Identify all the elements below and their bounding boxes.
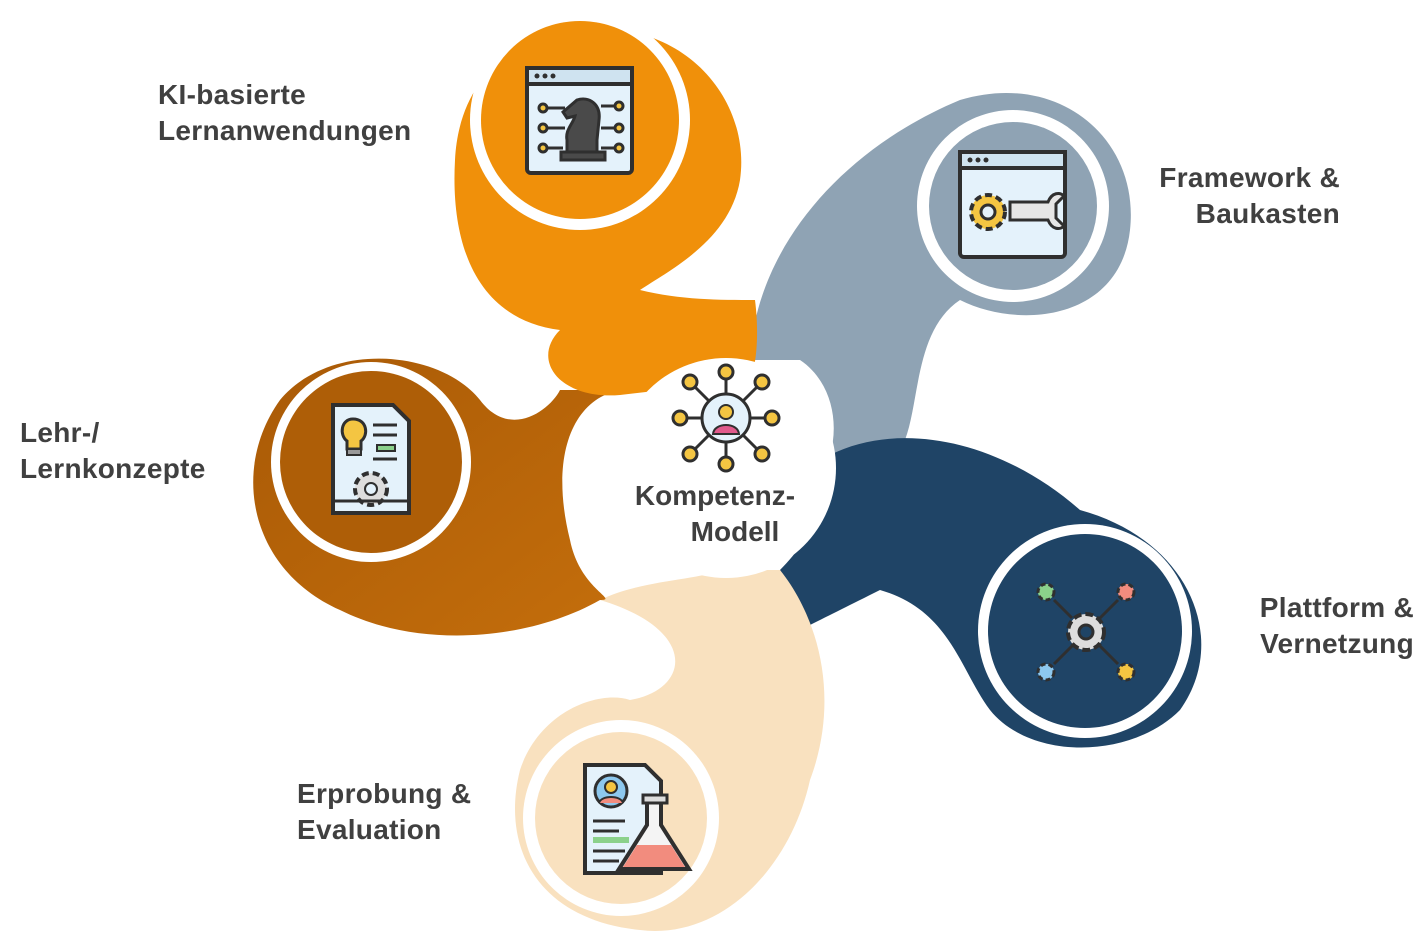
label-plattform: Plattform & Vernetzung <box>1200 590 1414 662</box>
label-ki-line1: KI-basierte <box>158 79 307 110</box>
center-title-line1: Kompetenz- <box>634 480 796 511</box>
gear-network-icon <box>1036 582 1136 682</box>
center-title: Kompetenz- Modell <box>610 478 820 550</box>
idea-document-icon <box>331 403 411 515</box>
petal-plattform <box>780 438 1202 748</box>
label-framework-line2: Baukasten <box>1195 198 1340 229</box>
label-lehr: Lehr-/ Lernkonzepte <box>20 415 206 487</box>
petal-lehr <box>253 358 620 636</box>
label-erprobung-line1: Erprobung & <box>297 778 472 809</box>
center-hub <box>616 358 836 578</box>
label-lehr-line1: Lehr-/ <box>20 417 100 448</box>
label-ki: KI-basierte Lernanwendungen <box>158 77 411 149</box>
label-framework: Framework & Baukasten <box>1120 160 1340 232</box>
label-erprobung: Erprobung & Evaluation <box>297 776 471 848</box>
label-plattform-line1: Plattform & <box>1259 592 1414 623</box>
label-plattform-line2: Vernetzung <box>1260 628 1414 659</box>
label-framework-line1: Framework & <box>1159 162 1340 193</box>
report-flask-icon <box>583 763 693 875</box>
gear-wrench-browser-icon <box>958 150 1067 259</box>
label-ki-line2: Lernanwendungen <box>158 115 412 146</box>
label-lehr-line2: Lernkonzepte <box>20 453 206 484</box>
petal-erprobung <box>515 570 825 931</box>
label-erprobung-line2: Evaluation <box>297 814 442 845</box>
network-person-icon <box>671 363 781 473</box>
chess-knight-browser-icon <box>525 66 634 175</box>
center-title-line2: Modell <box>690 516 780 547</box>
